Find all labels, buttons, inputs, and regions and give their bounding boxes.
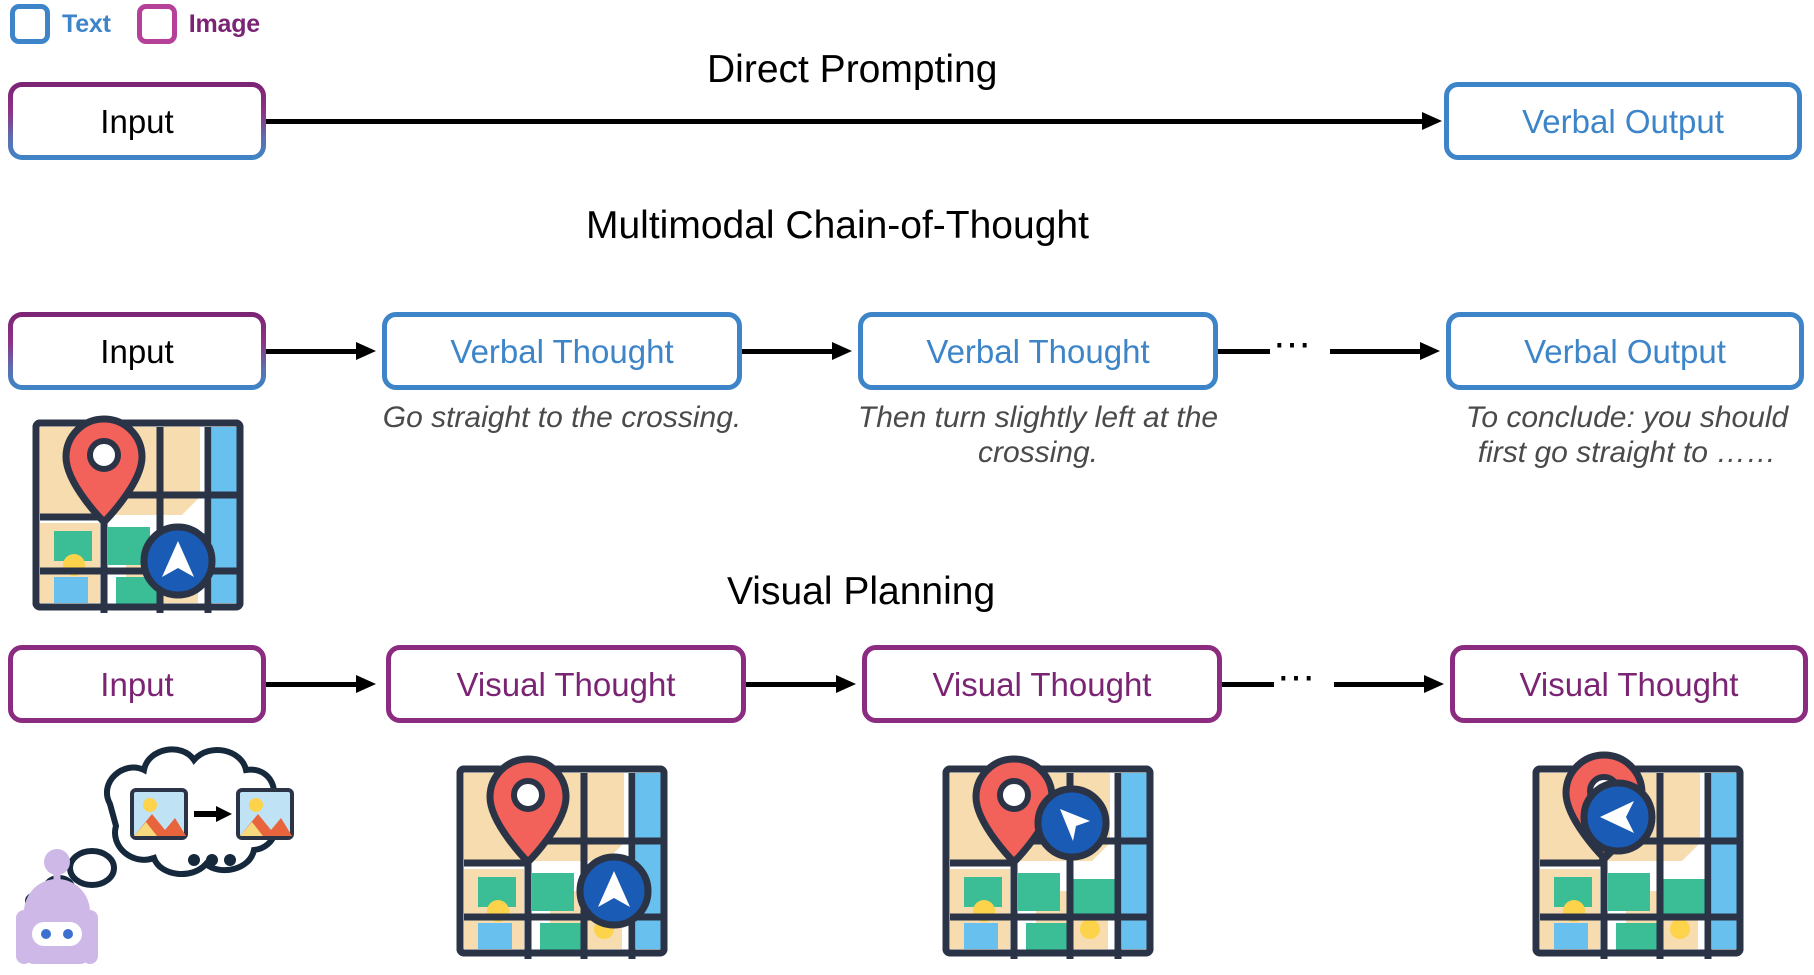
map-pin-icon xyxy=(972,755,1056,867)
vp-map-illustration-3-icon xyxy=(1530,742,1748,970)
vp-input-box: Input xyxy=(8,645,266,723)
picture-icon-2 xyxy=(236,788,294,840)
map-pin-icon xyxy=(62,415,146,527)
cot-input-box: Input xyxy=(8,312,266,390)
arrow-cot-1 xyxy=(266,342,376,360)
arrow-vp-3a xyxy=(1222,675,1274,693)
arrow-vp-1 xyxy=(266,675,376,693)
vp-map-illustration-1-icon xyxy=(454,742,672,970)
robot-thought-bubble-group xyxy=(10,742,320,967)
navigation-arrow-icon xyxy=(1580,779,1656,855)
legend-label-image: Image xyxy=(188,9,261,38)
navigation-arrow-icon xyxy=(1034,785,1110,861)
legend-item-image: Image xyxy=(136,4,261,44)
cot-input-map-illustration-icon xyxy=(30,405,248,615)
cot-verbal-output-box: Verbal Output xyxy=(1446,312,1804,390)
cot-caption-1: Go straight to the crossing. xyxy=(382,401,742,434)
cot-verbal-thought-2-box: Verbal Thought xyxy=(858,312,1218,390)
arrow-vp-2 xyxy=(746,675,856,693)
arrow-vp-3b xyxy=(1334,675,1444,693)
arrow-cot-3b xyxy=(1330,342,1440,360)
vp-map-illustration-2-icon xyxy=(940,742,1158,970)
arrow-cot-2 xyxy=(742,342,852,360)
direct-input-box: Input xyxy=(8,82,266,160)
vp-visual-thought-2-box: Visual Thought xyxy=(862,645,1222,723)
arrow-between-pictures xyxy=(194,806,232,822)
robot-icon xyxy=(16,849,98,964)
cot-caption-2: Then turn slightly left at the crossing. xyxy=(857,401,1219,470)
navigation-arrow-icon xyxy=(576,853,652,929)
legend-label-text: Text xyxy=(62,9,111,38)
cot-verbal-thought-1-box: Verbal Thought xyxy=(382,312,742,390)
section-title-direct-prompting: Direct Prompting xyxy=(707,48,998,91)
cot-ellipsis: ⋯ xyxy=(1273,324,1314,366)
vp-ellipsis: ⋯ xyxy=(1277,657,1318,699)
section-title-visual-planning: Visual Planning xyxy=(727,570,996,613)
vp-visual-thought-3-box: Visual Thought xyxy=(1450,645,1808,723)
section-title-multimodal-cot: Multimodal Chain-of-Thought xyxy=(586,204,1089,247)
cot-caption-3: To conclude: you should first go straigh… xyxy=(1465,401,1789,470)
map-pin-icon xyxy=(486,755,570,867)
vp-visual-thought-1-box: Visual Thought xyxy=(386,645,746,723)
legend-swatch-image-icon xyxy=(136,4,177,44)
arrow-cot-3a xyxy=(1218,342,1270,360)
bubble-ellipsis-dots xyxy=(188,854,236,866)
navigation-arrow-icon xyxy=(140,523,216,599)
legend-swatch-text-icon xyxy=(10,4,50,44)
arrow-direct-input-to-output xyxy=(266,112,1442,130)
legend-item-text: Text xyxy=(10,4,111,44)
legend: Text Image xyxy=(10,4,260,44)
direct-verbal-output-box: Verbal Output xyxy=(1444,82,1802,160)
picture-icon-1 xyxy=(130,788,188,840)
